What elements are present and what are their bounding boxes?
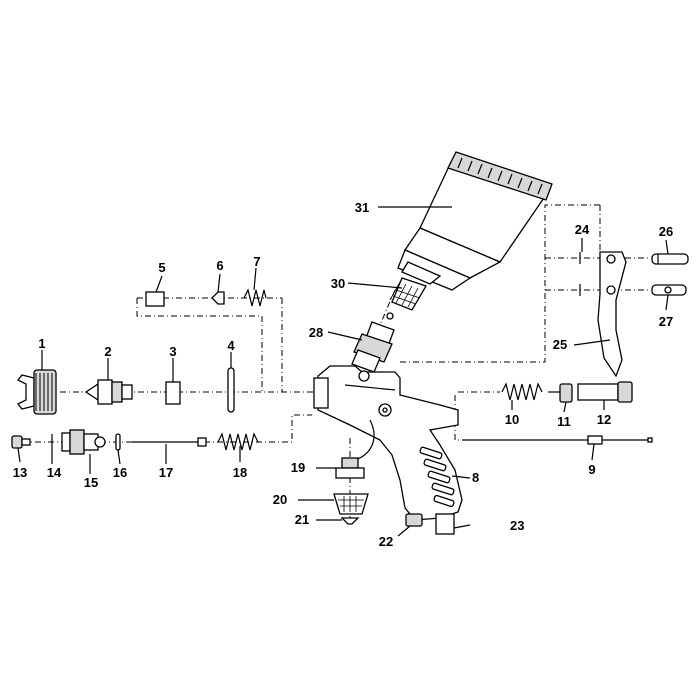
label-25: 25: [553, 337, 567, 352]
label-8: 8: [472, 470, 479, 485]
part-1-air-cap: [16, 369, 57, 415]
label-15: 15: [84, 475, 98, 490]
label-7: 7: [253, 254, 260, 269]
part-8-gun-body: [313, 365, 463, 521]
part-13-needle-nut: [11, 435, 31, 449]
label-26: 26: [659, 224, 673, 239]
label-12: 12: [597, 412, 611, 427]
label-10: 10: [505, 412, 519, 427]
label-18: 18: [233, 465, 247, 480]
label-20: 20: [273, 492, 287, 507]
label-1: 1: [38, 336, 45, 351]
label-19: 19: [291, 460, 305, 475]
label-9: 9: [588, 462, 595, 477]
part-11-valve-stem: [548, 383, 573, 403]
part-30-cup-filter: [386, 277, 427, 320]
part-3-baffle: [165, 381, 181, 405]
part-23-air-connector: [435, 513, 455, 535]
part-25-trigger: [597, 251, 627, 378]
label-5: 5: [158, 260, 165, 275]
label-23: 23: [510, 518, 524, 533]
part-22-air-inlet: [405, 513, 423, 527]
part-7-spring: [243, 288, 267, 307]
part-20-air-filter: [333, 493, 369, 515]
label-13: 13: [13, 465, 27, 480]
part-19-air-valve: [335, 457, 365, 479]
label-24: 24: [575, 222, 590, 237]
label-6: 6: [216, 258, 223, 273]
leader-lines: [17, 206, 669, 537]
part-17-needle: [132, 437, 207, 447]
part-6-valve-seat: [211, 291, 225, 305]
part-26-trigger-pin: [651, 253, 689, 265]
part-number-labels: 1 2 3 4 5 6 7 8 9 10 11 12 13 14 15 16 1…: [13, 200, 673, 549]
label-16: 16: [113, 465, 127, 480]
part-9-pin: [462, 435, 653, 445]
label-4: 4: [227, 338, 235, 353]
label-3: 3: [169, 344, 176, 359]
label-27: 27: [659, 314, 673, 329]
part-18-needle-spring: [217, 432, 259, 451]
part-21-screw: [340, 517, 360, 525]
label-21: 21: [295, 512, 309, 527]
part-15-packing-nut: [61, 429, 106, 455]
part-16-seal: [115, 433, 121, 451]
label-2: 2: [104, 344, 111, 359]
label-31: 31: [355, 200, 369, 215]
label-11: 11: [557, 414, 571, 429]
part-12-air-adjuster: [577, 381, 633, 403]
part-27-trigger-stud: [651, 284, 687, 296]
part-2-fluid-nozzle: [84, 379, 133, 405]
part-4-seal-ring: [227, 367, 235, 413]
part-10-valve-spring: [501, 382, 543, 401]
part-28-cup-connector: [351, 321, 395, 373]
part-31-paint-cup: [397, 151, 553, 291]
label-14: 14: [47, 465, 62, 480]
label-28: 28: [309, 325, 323, 340]
label-22: 22: [379, 534, 393, 549]
label-30: 30: [331, 276, 345, 291]
label-17: 17: [159, 465, 173, 480]
part-5-packing: [145, 291, 165, 307]
